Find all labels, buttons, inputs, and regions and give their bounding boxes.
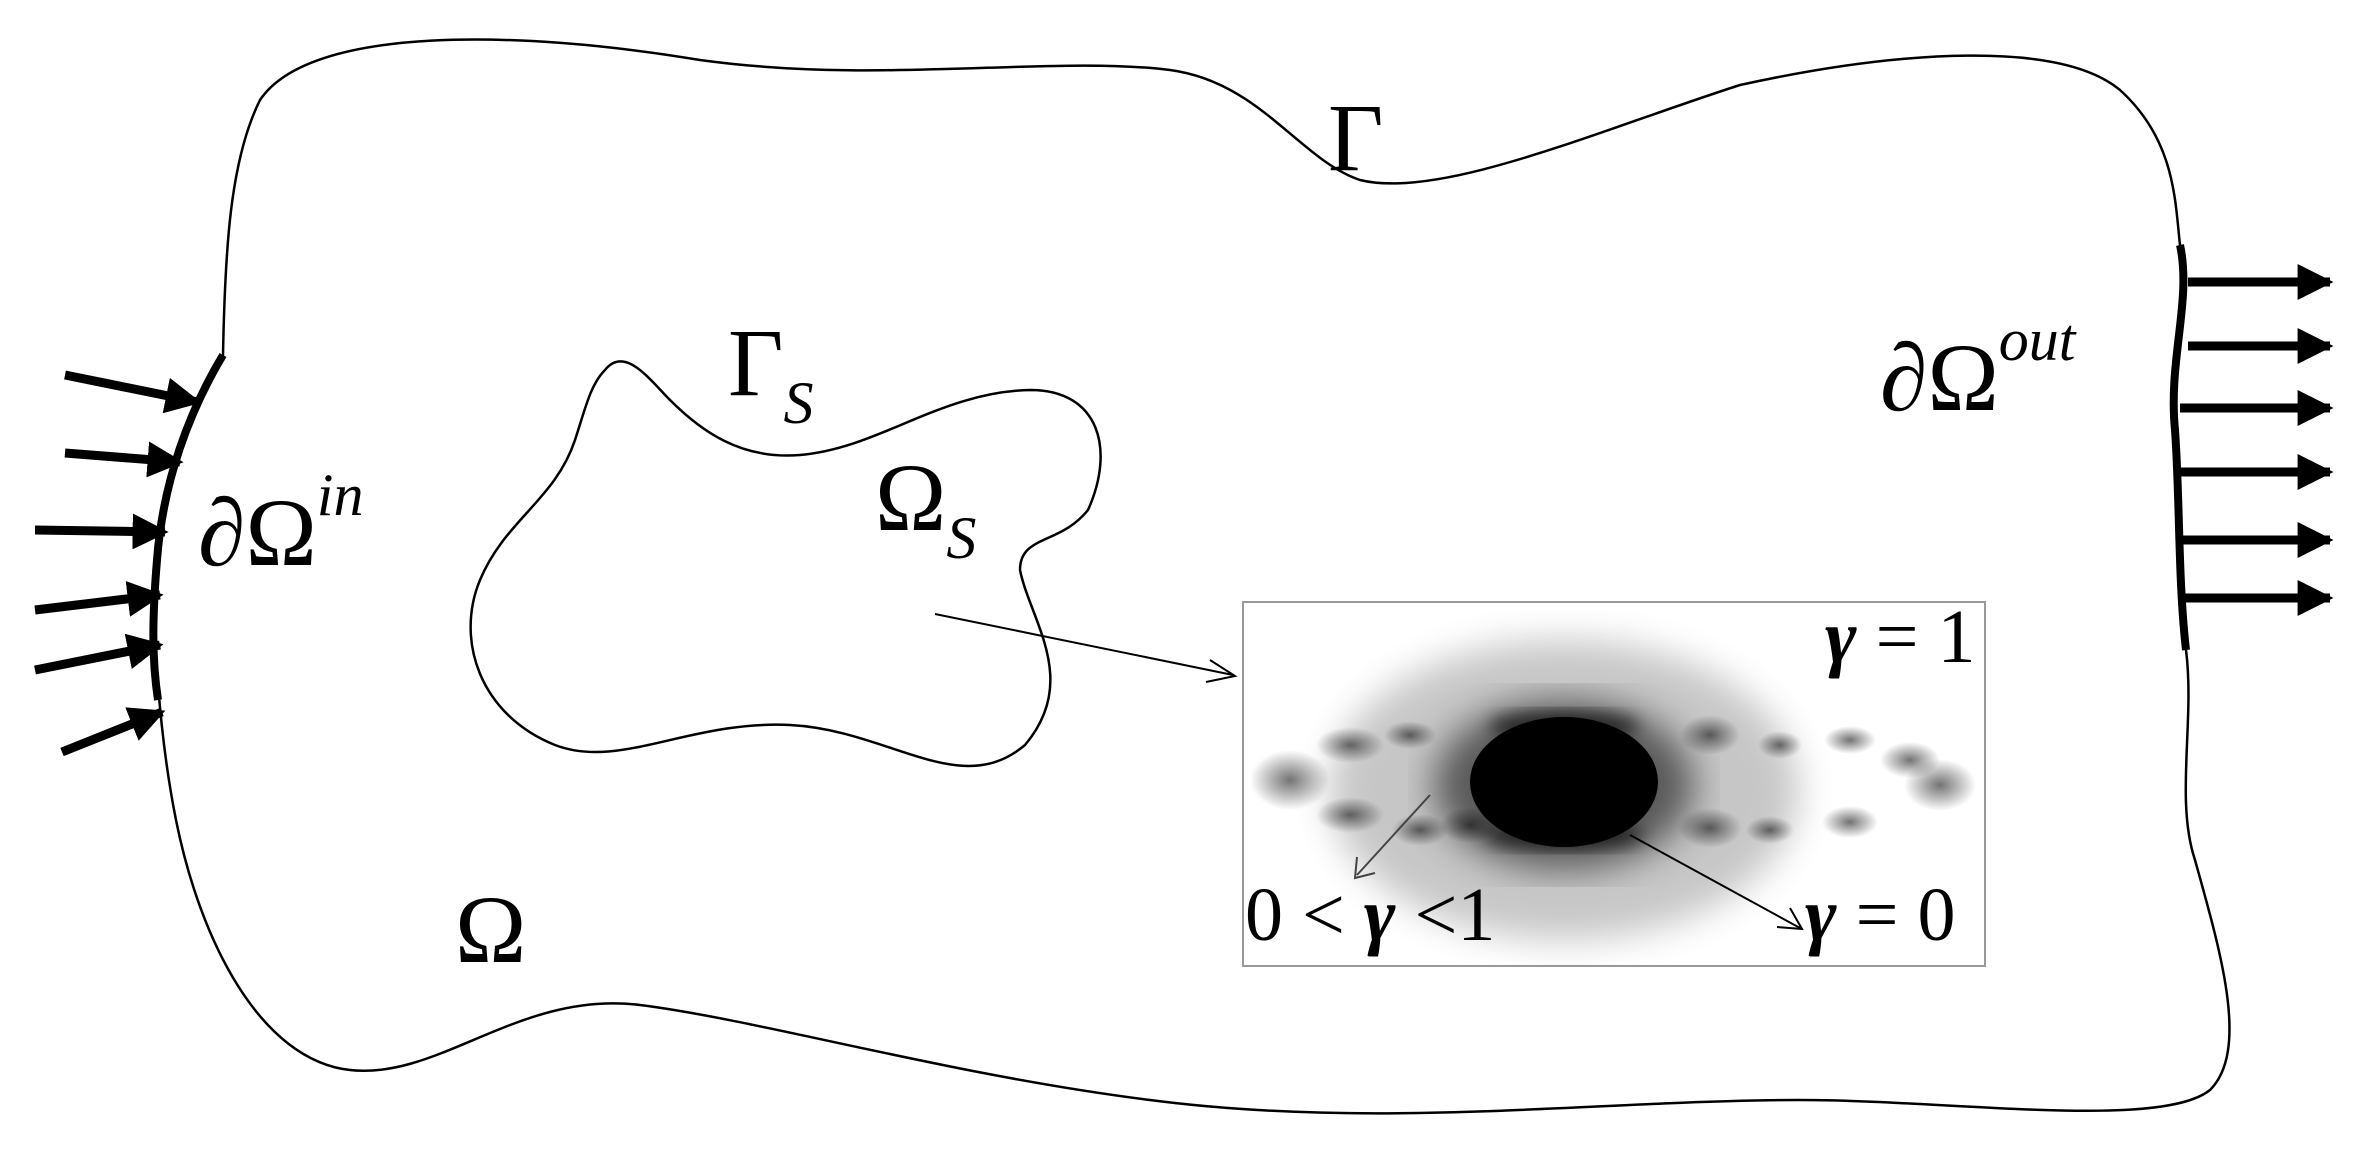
inset-pointer	[934, 613, 1238, 683]
outer-boundary-label: Γ	[1328, 84, 1384, 191]
inlet-label: ∂Ωin	[198, 462, 363, 586]
gamma-between-label: 0 < γ <1	[1245, 873, 1495, 957]
fluid-domain-label: Ω	[455, 876, 526, 983]
inlet-arrow	[60, 707, 166, 757]
outlet-arrows	[2178, 264, 2334, 616]
gamma-one-label: γ = 1	[1825, 595, 1976, 679]
outlet-boundary	[2169, 244, 2190, 651]
gamma-between-arrow	[1353, 794, 1431, 880]
outer-domain-boundary	[153, 38, 2231, 1115]
solid-domain-label: ΩS	[875, 444, 976, 571]
gamma-zero-arrow	[1629, 834, 1804, 931]
outlet-label: ∂Ωout	[1880, 307, 2077, 431]
solid-core	[1470, 717, 1658, 847]
gamma-zero-label: γ = 0	[1805, 873, 1956, 957]
inlet-arrow	[64, 441, 184, 478]
solid-region-boundary	[469, 360, 1102, 768]
inlet-arrow	[64, 370, 202, 414]
density-inset: γ = 1 0 < γ <1 γ = 0	[1242, 595, 1986, 967]
inlet-arrows	[34, 370, 202, 757]
inlet-arrow	[34, 580, 164, 617]
inlet-arrow	[34, 513, 169, 550]
solid-boundary-label: ΓS	[728, 309, 814, 436]
inlet-arrow	[34, 633, 164, 675]
